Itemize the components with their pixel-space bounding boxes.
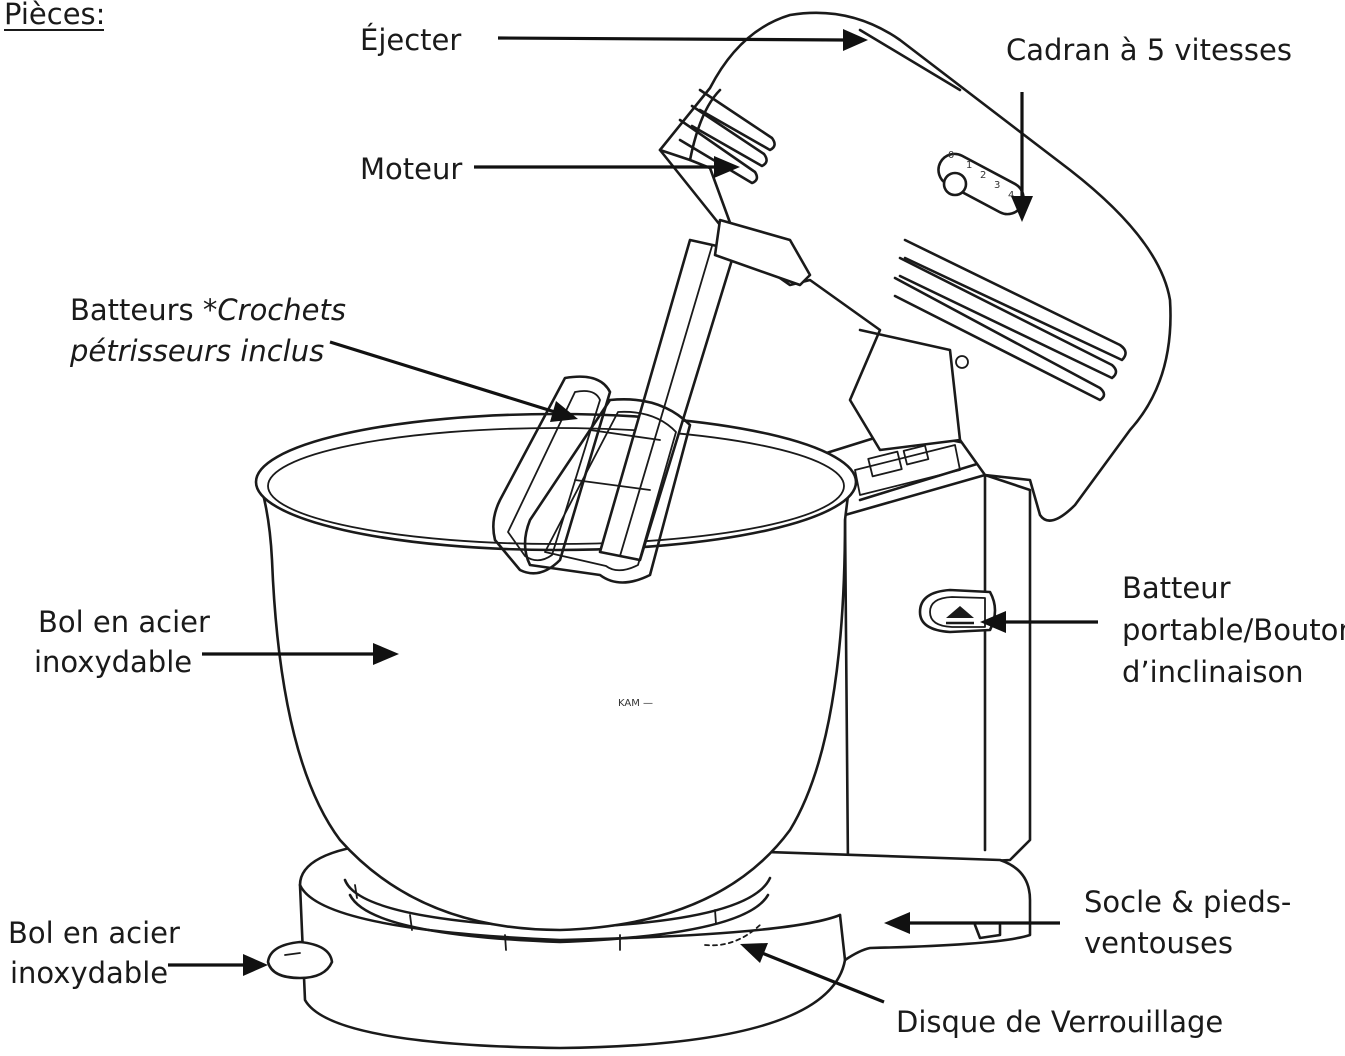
label-moteur: Moteur	[360, 152, 462, 186]
arrow-socle	[884, 912, 1060, 934]
label-batteur-portable-line1: Batteur	[1122, 571, 1231, 605]
label-bol-1-line1: Bol en acier	[38, 605, 210, 639]
arrow-batteur-portable	[980, 611, 1098, 633]
label-batteur-portable-line3: d’inclinaison	[1122, 655, 1304, 689]
label-cadran: Cadran à 5 vitesses	[1006, 33, 1292, 67]
label-bol-1-line2: inoxydable	[34, 645, 192, 679]
arrow-cadran	[1011, 92, 1033, 222]
label-bol-2-line2: inoxydable	[10, 956, 168, 990]
arrow-ejecter	[497, 29, 868, 51]
eject-triangle-icon	[946, 606, 974, 618]
label-socle-line2: ventouses	[1084, 926, 1233, 960]
svg-text:3: 3	[994, 180, 1000, 191]
speed-dial-marks: 0 1 2 3 4	[948, 150, 1014, 201]
svg-text:2: 2	[980, 170, 986, 181]
tilt-button	[918, 588, 997, 634]
motor-head: 0 1 2 3 4	[658, 11, 1172, 522]
mixer-stand	[818, 428, 1034, 870]
bowl-mark: KAM —	[618, 698, 653, 709]
svg-text:4: 4	[1008, 190, 1014, 201]
arrow-moteur	[474, 156, 740, 178]
arrow-batteurs	[329, 340, 578, 422]
label-batteurs-line1: Batteurs *Crochets	[70, 293, 346, 327]
label-batteur-portable-line2: portable/Bouton	[1122, 613, 1345, 647]
arrow-bol-2	[168, 954, 268, 976]
label-socle-line1: Socle & pieds-	[1084, 885, 1291, 919]
heading: Pièces:	[4, 0, 105, 31]
svg-text:1: 1	[966, 160, 972, 171]
label-bol-2-line1: Bol en acier	[8, 916, 180, 950]
label-batteurs-line2: pétrisseurs inclus	[69, 334, 324, 368]
label-disque: Disque de Verrouillage	[896, 1005, 1223, 1039]
svg-text:0: 0	[948, 150, 954, 161]
arrow-disque	[740, 943, 885, 1004]
label-ejecter: Éjecter	[360, 23, 461, 57]
arrow-bol-1	[202, 643, 399, 665]
